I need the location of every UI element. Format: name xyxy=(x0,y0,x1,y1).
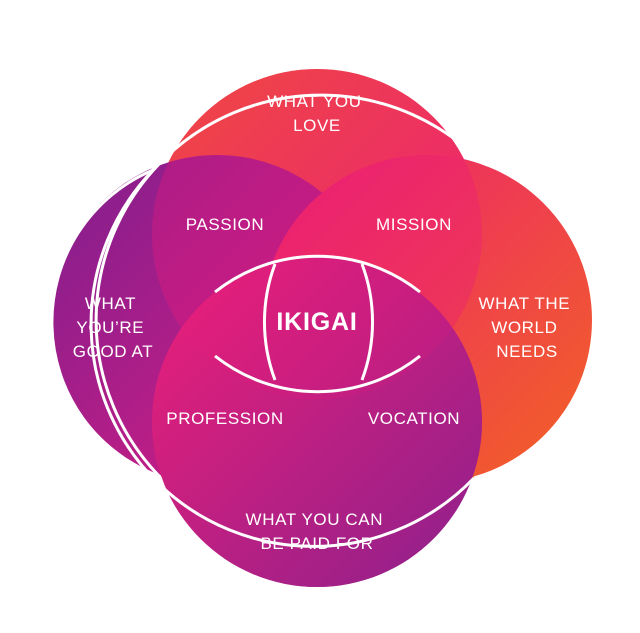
label-what-youre-good-at: WHAT YOU’RE GOOD AT xyxy=(73,294,153,361)
label-what-you-can-be-paid-for: WHAT YOU CAN BE PAID FOR xyxy=(246,510,389,553)
label-vocation: VOCATION xyxy=(368,409,460,428)
label-mission: MISSION xyxy=(376,215,452,234)
label-ikigai: IKIGAI xyxy=(276,308,357,336)
overlap-outlines xyxy=(50,12,596,594)
label-profession: PROFESSION xyxy=(166,409,283,428)
label-passion: PASSION xyxy=(186,215,265,234)
label-what-the-world-needs: WHAT THE WORLD NEEDS xyxy=(478,294,575,361)
label-what-you-love: WHAT YOU LOVE xyxy=(267,92,367,135)
